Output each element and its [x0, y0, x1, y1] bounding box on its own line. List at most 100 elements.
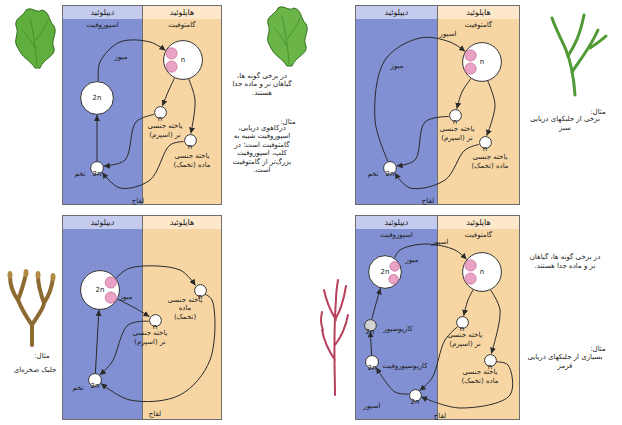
cell-circle: n — [449, 109, 462, 122]
cycle-arrow — [376, 368, 408, 395]
cycle-arrow — [372, 288, 381, 318]
cell-outline — [369, 256, 402, 289]
rockweed-thallus — [10, 274, 53, 345]
ploidy-region: هاپلوئید گامتوفیت n n n — [142, 5, 222, 205]
leaf-blade — [16, 9, 55, 68]
cell-circle: n — [484, 354, 497, 367]
process-label: لقاح — [421, 197, 435, 206]
ploidy-number: n — [480, 42, 484, 82]
cell-circle: n — [479, 136, 492, 149]
ploidy-number: 2n — [91, 379, 100, 393]
ploidy-header: هاپلوئید — [143, 216, 221, 229]
note-label: یاخته جنسی ماده (تخمک) — [459, 368, 501, 385]
ploidy-header: هاپلوئید — [438, 6, 519, 19]
cell-circle: n — [149, 314, 162, 327]
ploidy-number: 2n — [366, 326, 375, 339]
ploidy-number: 2n — [93, 81, 102, 115]
alga-branch — [568, 15, 584, 56]
cell-circle: 2n — [409, 389, 422, 402]
note-label: تخم — [366, 170, 379, 179]
cell-circle: 2n — [368, 255, 402, 289]
cell-circle: 2n — [88, 373, 102, 387]
reproductive-structure — [166, 48, 177, 59]
ploidy-header: هاپلوئید — [438, 216, 519, 229]
cell-outline — [463, 43, 502, 82]
ploidy-number: n — [188, 141, 192, 154]
cell-circle: 2n — [90, 161, 104, 175]
cell-circle: 2n — [80, 270, 120, 310]
cycle-arrow — [491, 290, 501, 354]
rockweed-tip — [24, 269, 29, 277]
note-label: اسپور — [431, 238, 450, 247]
cycle-arrow — [487, 81, 495, 136]
reproductive-structure — [166, 61, 177, 72]
cell-outline — [81, 271, 120, 310]
note-label: در برخی گونه ها، گیاهان نر و ماده جدا هس… — [226, 72, 298, 98]
process-label: لقاح — [131, 197, 145, 206]
cycle-arrow — [162, 78, 174, 106]
note-label: درکاهوی دریایی، اسپوروفیت شبیه به گامتوف… — [226, 124, 298, 175]
note-label: کارپوسپوروفیت — [381, 362, 428, 371]
ploidy-header: دیپلوئید — [356, 6, 437, 19]
note-label: اسپور — [363, 402, 382, 411]
note-label: تخم — [73, 170, 86, 179]
green-branching-alga — [552, 15, 606, 95]
process-label: میوز — [114, 53, 129, 62]
cycle-arrow — [457, 79, 471, 109]
process-label: میوز — [405, 256, 420, 265]
cycle-arrow — [375, 37, 465, 161]
note-label: برخی از جلبکهای دریایی سبز — [525, 115, 605, 132]
reproductive-structure — [389, 274, 399, 284]
cycle-arrow — [395, 244, 467, 259]
cycle-arrow — [98, 40, 165, 81]
generation-name: اسپوروفیت — [63, 21, 142, 30]
ploidy-region: دیپلوئید 2n — [355, 5, 437, 205]
note-label: یاخته جنسی ماده (تخمک) — [166, 296, 204, 322]
ploidy-number: n — [181, 40, 185, 80]
cell-circle: n — [194, 284, 207, 297]
reproductive-structure — [465, 63, 476, 74]
sea-lettuce-left — [16, 9, 55, 68]
note-label: اسپور — [439, 30, 458, 39]
generation-name: اسپوروفیت — [356, 231, 437, 240]
cell-circle: n — [462, 252, 502, 292]
note-label: تخم — [71, 384, 84, 393]
cycle-arrow — [101, 294, 215, 401]
ploidy-header: دیپلوئید — [356, 216, 437, 229]
leaf-vein — [274, 16, 300, 64]
ploidy-header: دیپلوئید — [63, 216, 142, 229]
rockweed-tip — [51, 273, 56, 281]
red-alga — [321, 280, 348, 395]
note-label: یاخته جنسی ماده (تخمک) — [171, 152, 213, 169]
reproductive-structure — [465, 273, 476, 284]
cell-circle: 2n — [383, 161, 397, 175]
cycle-arrow — [421, 362, 512, 408]
cell-outline — [164, 41, 203, 80]
ploidy-region: هاپلوئید گامتوفیت n n n — [437, 215, 520, 420]
cycle-arrow — [97, 115, 98, 161]
cycle-arrow — [189, 79, 195, 133]
note-label: یاخته جنسی نر (اسپرم) — [445, 331, 485, 348]
cell-circle: n — [163, 40, 203, 80]
note-label: کارپوسپور — [382, 325, 413, 334]
ploidy-region: دیپلوئیداسپوروفیت2n2n — [62, 5, 142, 205]
reproductive-structure — [465, 260, 476, 271]
ploidy-header: هاپلوئید — [143, 6, 221, 19]
process-label: میوز — [390, 62, 405, 71]
generation-name: گامتوفیت — [438, 231, 519, 240]
sea-lettuce-right — [268, 7, 307, 66]
cell-circle: n — [462, 42, 502, 82]
cell-circle: 2n — [80, 81, 114, 115]
rockweed-tip — [36, 271, 41, 279]
cycle-arrow — [118, 299, 150, 317]
alga-branch — [590, 36, 606, 48]
cycle-arrow — [104, 115, 154, 167]
generation-name: گامتوفیت — [143, 21, 221, 30]
process-label: لقاح — [148, 410, 162, 419]
note-label: مثال: — [589, 108, 606, 117]
cell-circle: n — [154, 106, 167, 119]
cell-circle: n — [456, 316, 469, 329]
cycle-arrow — [100, 321, 149, 375]
rockweed — [8, 269, 56, 345]
